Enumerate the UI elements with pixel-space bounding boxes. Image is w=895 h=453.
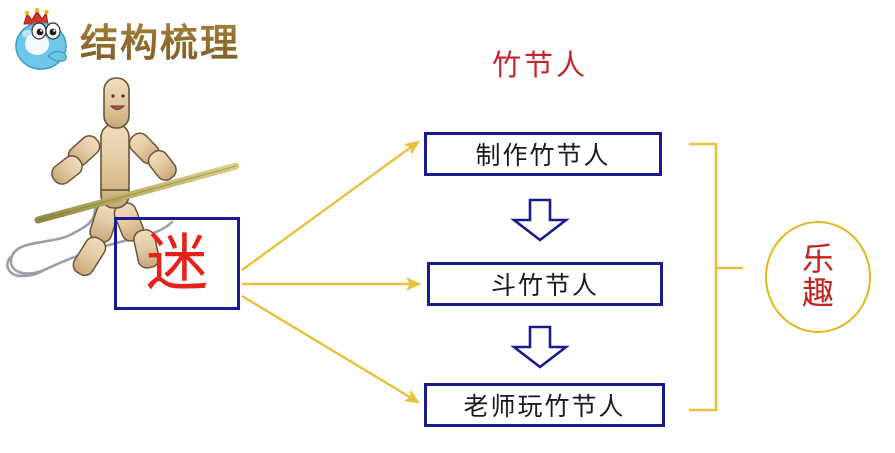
down-arrow-2 bbox=[508, 325, 572, 369]
diagram-heading: 竹节人 bbox=[491, 50, 588, 82]
right-curly-bracket bbox=[682, 138, 762, 416]
fan-arrow-group bbox=[236, 130, 436, 415]
stage-box-label: 制作竹节人 bbox=[475, 143, 611, 170]
result-circle-fun[interactable]: 乐 趣 bbox=[765, 221, 871, 333]
q-mascot-crown-icon bbox=[8, 6, 80, 72]
bamboo-joint-puppet-illustration bbox=[0, 70, 250, 300]
fan-arrow-to-stage-3 bbox=[241, 294, 421, 404]
result-circle-line-2: 趣 bbox=[801, 275, 834, 311]
down-arrow-1 bbox=[508, 198, 572, 242]
page-title: 结构梳理 bbox=[80, 12, 240, 67]
stage-box-label: 斗竹节人 bbox=[490, 273, 599, 300]
stage-box-label: 老师玩竹节人 bbox=[463, 394, 626, 421]
stage-box-fight[interactable]: 斗竹节人 bbox=[427, 262, 663, 306]
stage-box-make[interactable]: 制作竹节人 bbox=[424, 132, 662, 176]
center-node-mystery-box[interactable]: 迷 bbox=[114, 217, 240, 310]
result-circle-line-1: 乐 bbox=[801, 241, 834, 278]
center-node-label: 迷 bbox=[145, 229, 208, 298]
fan-arrow-to-stage-1 bbox=[241, 140, 420, 271]
stage-box-teacher-plays[interactable]: 老师玩竹节人 bbox=[424, 383, 665, 427]
